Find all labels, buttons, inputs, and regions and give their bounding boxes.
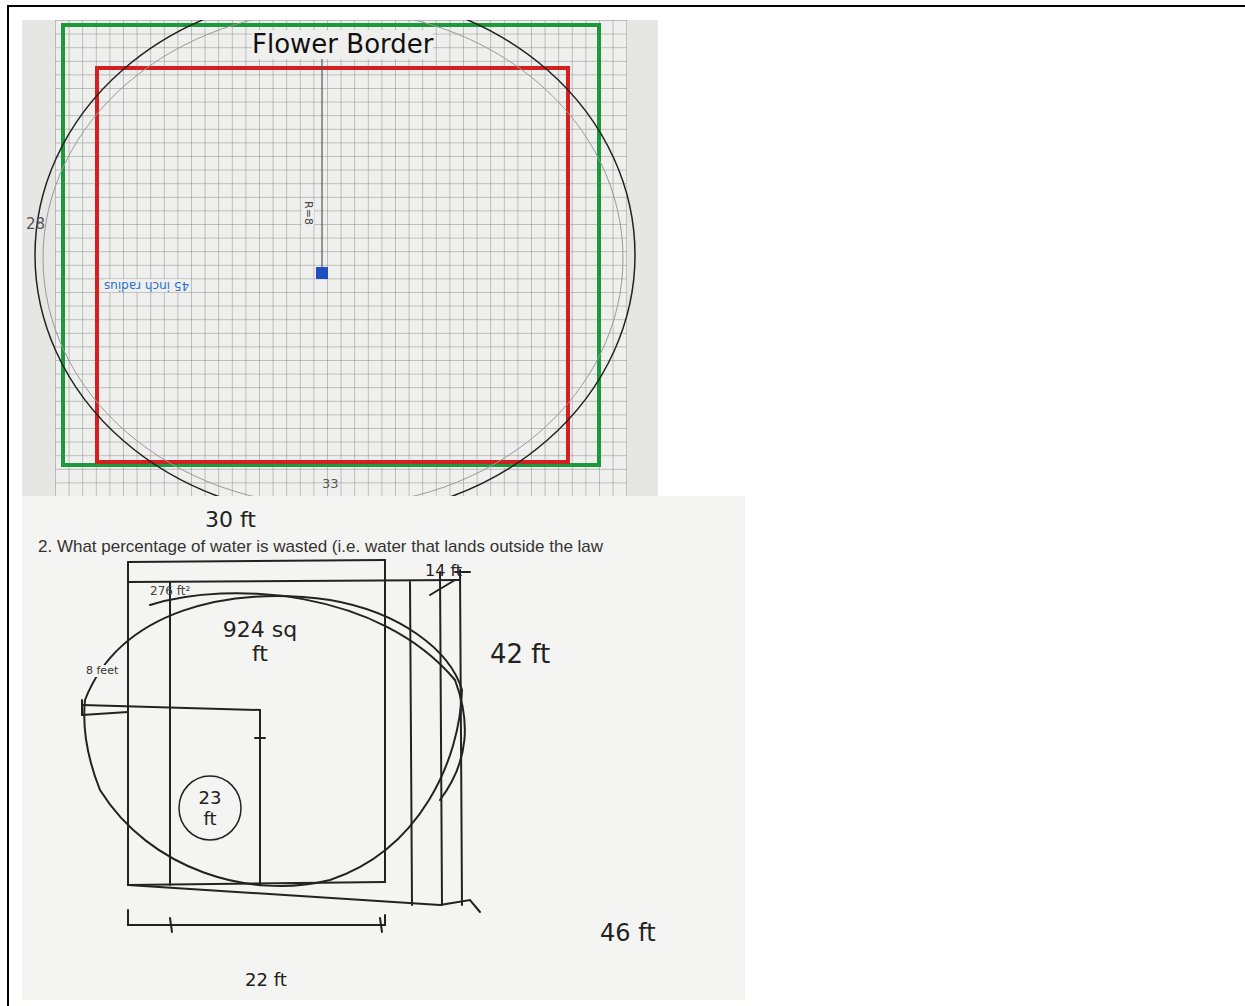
dimension-label: 42 ft <box>490 640 550 669</box>
dimension-label: 28 <box>26 216 45 233</box>
area-label: 276 ft² <box>150 585 190 598</box>
drawing-title: Flower Border <box>252 30 433 59</box>
question-text: 2. What percentage of water is wasted (i… <box>38 538 603 557</box>
radius-label: R=8 <box>302 201 314 225</box>
dimension-label: 22 ft <box>245 970 287 990</box>
dimension-label: 33 <box>322 477 339 491</box>
radius-note: 45 inch radius <box>104 279 189 292</box>
area-label: 924 sq ft <box>215 618 305 666</box>
circled-dimension: 23 ft <box>178 775 242 841</box>
dimension-label: 30 ft <box>205 508 256 532</box>
dimension-label: 8 feet <box>86 665 118 677</box>
dimension-label: 46 ft <box>600 920 656 946</box>
dimension-label: 14 ft <box>425 562 462 580</box>
dimension-label: 23 ft <box>190 787 230 829</box>
